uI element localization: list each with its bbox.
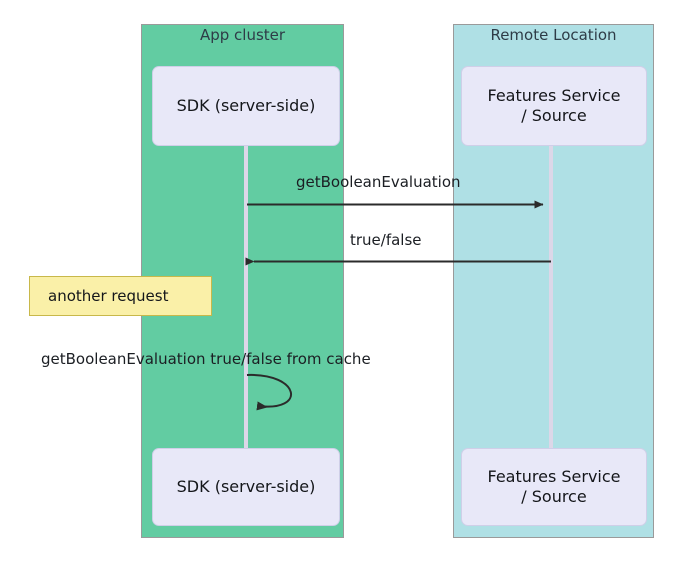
actor-features-service-bottom-line1: Features Service: [487, 467, 621, 486]
message-label-true-false: true/false: [350, 231, 422, 249]
message-label-get-boolean-evaluation: getBooleanEvaluation: [296, 173, 461, 191]
note-another-request[interactable]: another request: [29, 276, 212, 316]
message-label-get-boolean-evaluation-from-cache: getBooleanEvaluation true/false from cac…: [41, 350, 371, 368]
actor-features-service-top-line2: / Source: [521, 106, 587, 125]
actor-features-service-bottom-line2: / Source: [521, 487, 587, 506]
actor-features-service-top[interactable]: Features Service / Source: [461, 66, 647, 146]
group-app-cluster-title: App cluster: [199, 26, 286, 44]
actor-sdk-server-side-bottom[interactable]: SDK (server-side): [152, 448, 340, 526]
actor-features-service-top-line1: Features Service: [487, 86, 621, 105]
actor-features-service-bottom[interactable]: Features Service / Source: [461, 448, 647, 526]
lifeline-features-service: [549, 140, 553, 450]
lifeline-sdk: [244, 140, 248, 450]
group-remote-location-title: Remote Location: [490, 26, 617, 44]
actor-sdk-server-side-top[interactable]: SDK (server-side): [152, 66, 340, 146]
